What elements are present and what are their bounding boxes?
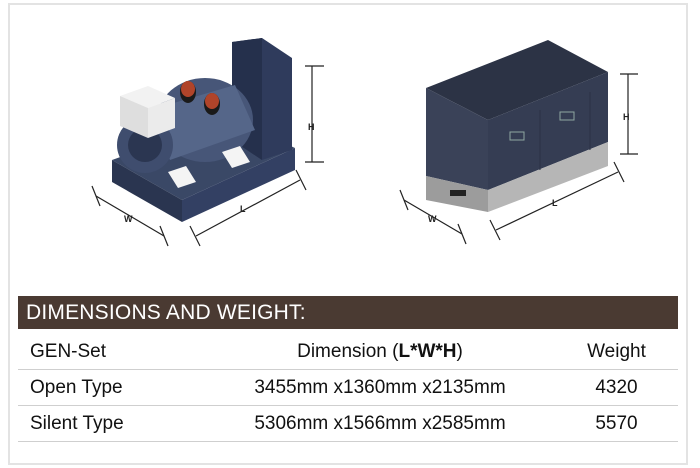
row-dimension: 3455mm x1360mm x2135mm: [205, 369, 555, 406]
table-header-row: GEN-Set Dimension (L*W*H) Weight: [18, 334, 678, 370]
open-width-label: W: [124, 214, 133, 224]
header-dimension-prefix: Dimension (: [297, 340, 399, 362]
open-length-label: L: [240, 204, 246, 214]
table-row: Silent Type 5306mm x1566mm x2585mm 5570: [18, 405, 678, 442]
row-weight: 4320: [555, 369, 678, 406]
header-dimension-bold: L*W*H: [398, 340, 457, 362]
open-height-label: H: [308, 122, 315, 132]
silent-width-label: W: [428, 214, 437, 224]
table-row: Open Type 3455mm x1360mm x2135mm 4320: [18, 369, 678, 406]
header-genset: GEN-Set: [18, 334, 205, 370]
open-generator-image: H W L: [91, 38, 324, 247]
header-weight: Weight: [555, 334, 678, 370]
header-dimension-suffix: ): [456, 340, 463, 362]
section-title: DIMENSIONS AND WEIGHT:: [18, 296, 678, 329]
row-dimension: 5306mm x1566mm x2585mm: [205, 405, 555, 442]
row-weight: 5570: [555, 405, 678, 442]
silent-length-label: L: [552, 198, 558, 208]
generator-illustrations: H W L H W: [91, 38, 638, 247]
header-dimension: Dimension (L*W*H): [205, 334, 555, 370]
spec-table: GEN-Set Dimension (L*W*H) Weight Open Ty…: [18, 334, 678, 442]
row-type: Open Type: [18, 369, 205, 406]
silent-height-label: H: [623, 112, 630, 122]
silent-generator-image: H W L: [399, 40, 638, 245]
row-type: Silent Type: [18, 405, 205, 442]
